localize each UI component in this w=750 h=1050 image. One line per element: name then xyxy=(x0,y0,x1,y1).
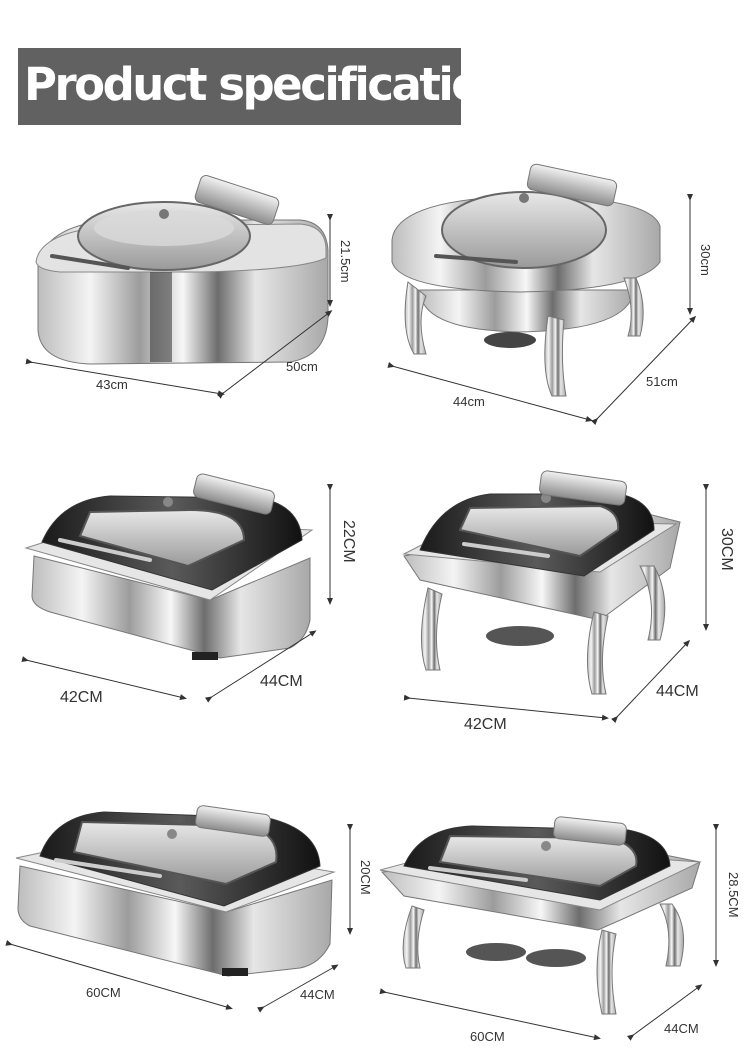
p1-width-label: 43cm xyxy=(96,377,128,392)
p2-height-label: 30cm xyxy=(698,244,713,276)
p6-height-label: 28.5CM xyxy=(726,872,741,918)
p6-width-label: 60CM xyxy=(470,1029,505,1044)
title-banner: Product specification xyxy=(18,48,512,125)
p5-depth-label: 44CM xyxy=(300,987,335,1002)
round-chafer-with-stand xyxy=(391,163,661,397)
p2-width-label: 44cm xyxy=(453,394,485,409)
p4-width-label: 42CM xyxy=(464,716,507,733)
p4-height-label: 30CM xyxy=(718,528,735,571)
p2-depth-label: 51cm xyxy=(646,374,678,389)
p4-depth-label: 44CM xyxy=(656,683,699,700)
round-chafer xyxy=(35,175,329,365)
rectangular-chafer-with-stand xyxy=(379,816,702,1015)
p5-height-label: 20CM xyxy=(358,860,373,895)
p3-height-label: 22CM xyxy=(340,520,357,563)
page-title: Product specification xyxy=(24,58,512,111)
rectangular-chafer xyxy=(15,805,336,977)
p1-depth-label: 50cm xyxy=(286,359,318,374)
p6-depth-label: 44CM xyxy=(664,1021,699,1036)
p3-depth-label: 44CM xyxy=(260,673,303,690)
p1-height-label: 21.5cm xyxy=(338,240,353,283)
p3-width-label: 42CM xyxy=(60,689,103,706)
p5-width-label: 60CM xyxy=(86,985,121,1000)
square-chafer xyxy=(24,473,314,660)
square-chafer-with-stand xyxy=(402,470,681,695)
